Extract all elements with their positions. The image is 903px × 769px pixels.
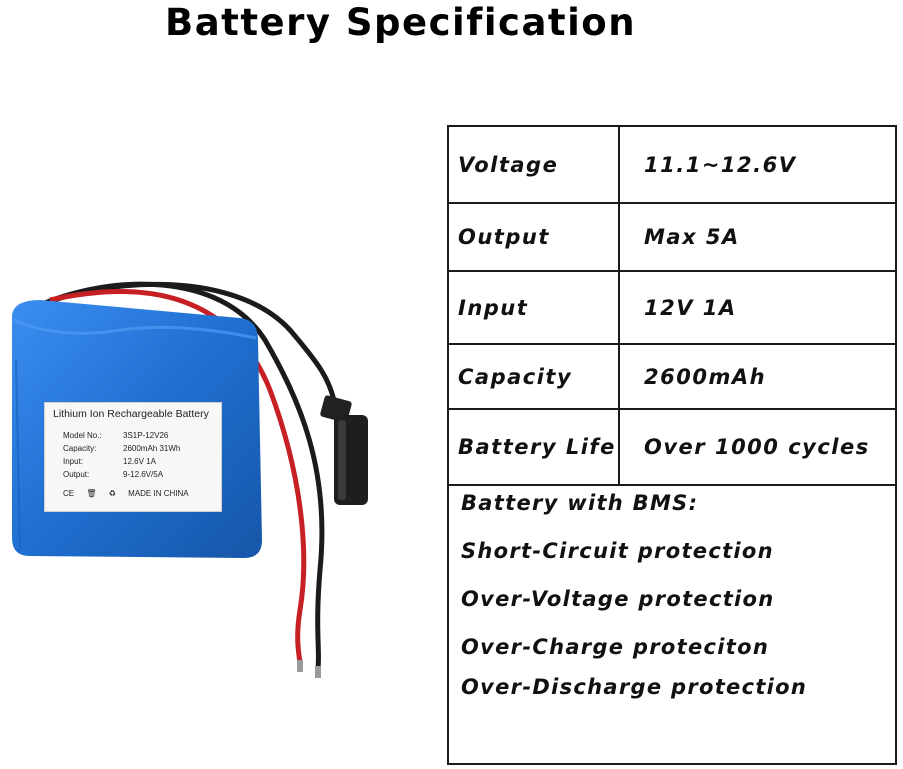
label-key: Output: [63,470,90,479]
spec-row-voltage: Voltage 11.1~12.6V [449,127,895,204]
spec-value: Over 1000 cycles [644,435,870,459]
label-value: 9-12.6V/5A [123,470,164,479]
label-heading: Lithium Ion Rechargeable Battery [53,408,209,420]
battery-label: Lithium Ion Rechargeable Battery Model N… [44,402,222,512]
label-key: Model No.: [63,431,102,440]
ce-mark-icon: CE [63,489,75,498]
spec-key: Output [449,204,620,270]
weee-bin-icon: 🗑 [86,489,97,498]
spec-row-capacity: Capacity 2600mAh [449,345,895,410]
label-row: Capacity: 2600mAh 31Wh [63,444,180,453]
bms-item: Over-Voltage protection [461,587,775,611]
bms-heading: Battery with BMS: [461,491,699,515]
made-in-text: MADE IN CHINA [128,489,189,498]
battery-illustration: Lithium Ion Rechargeable Battery Model N… [0,270,400,690]
label-row: Output: 9-12.6V/5A [63,470,163,479]
label-key: Capacity: [63,444,97,453]
bms-item: Short-Circuit protection [461,539,774,563]
recycle-icon: ♻ [108,489,116,498]
spec-key: Battery Life [449,410,620,484]
spec-key: Capacity [449,345,620,408]
label-marks: CE 🗑 ♻ MADE IN CHINA [63,489,199,498]
page-title: Battery Specification [165,1,637,44]
spec-table: Voltage 11.1~12.6V Output Max 5A Input 1… [447,125,897,765]
spec-key: Input [449,272,620,343]
label-row: Input: 12.6V 1A [63,457,156,466]
label-key: Input: [63,457,84,466]
spec-value: 12V 1A [644,295,737,320]
label-value: 3S1P-12V26 [123,431,169,440]
bms-item: Over-Discharge protection [461,675,808,699]
spec-row-battery-life: Battery Life Over 1000 cycles [449,410,895,486]
label-row: Model No.: 3S1P-12V26 [63,431,168,440]
spec-key: Voltage [449,127,620,202]
spec-value: 2600mAh [644,364,767,389]
label-value: 2600mAh 31Wh [123,444,181,453]
bms-item: Over-Charge proteciton [461,635,770,659]
spec-value: 11.1~12.6V [644,152,797,177]
label-value: 12.6V 1A [123,457,156,466]
spec-value: Max 5A [644,225,740,249]
spec-row-output: Output Max 5A [449,204,895,272]
spec-row-input: Input 12V 1A [449,272,895,345]
